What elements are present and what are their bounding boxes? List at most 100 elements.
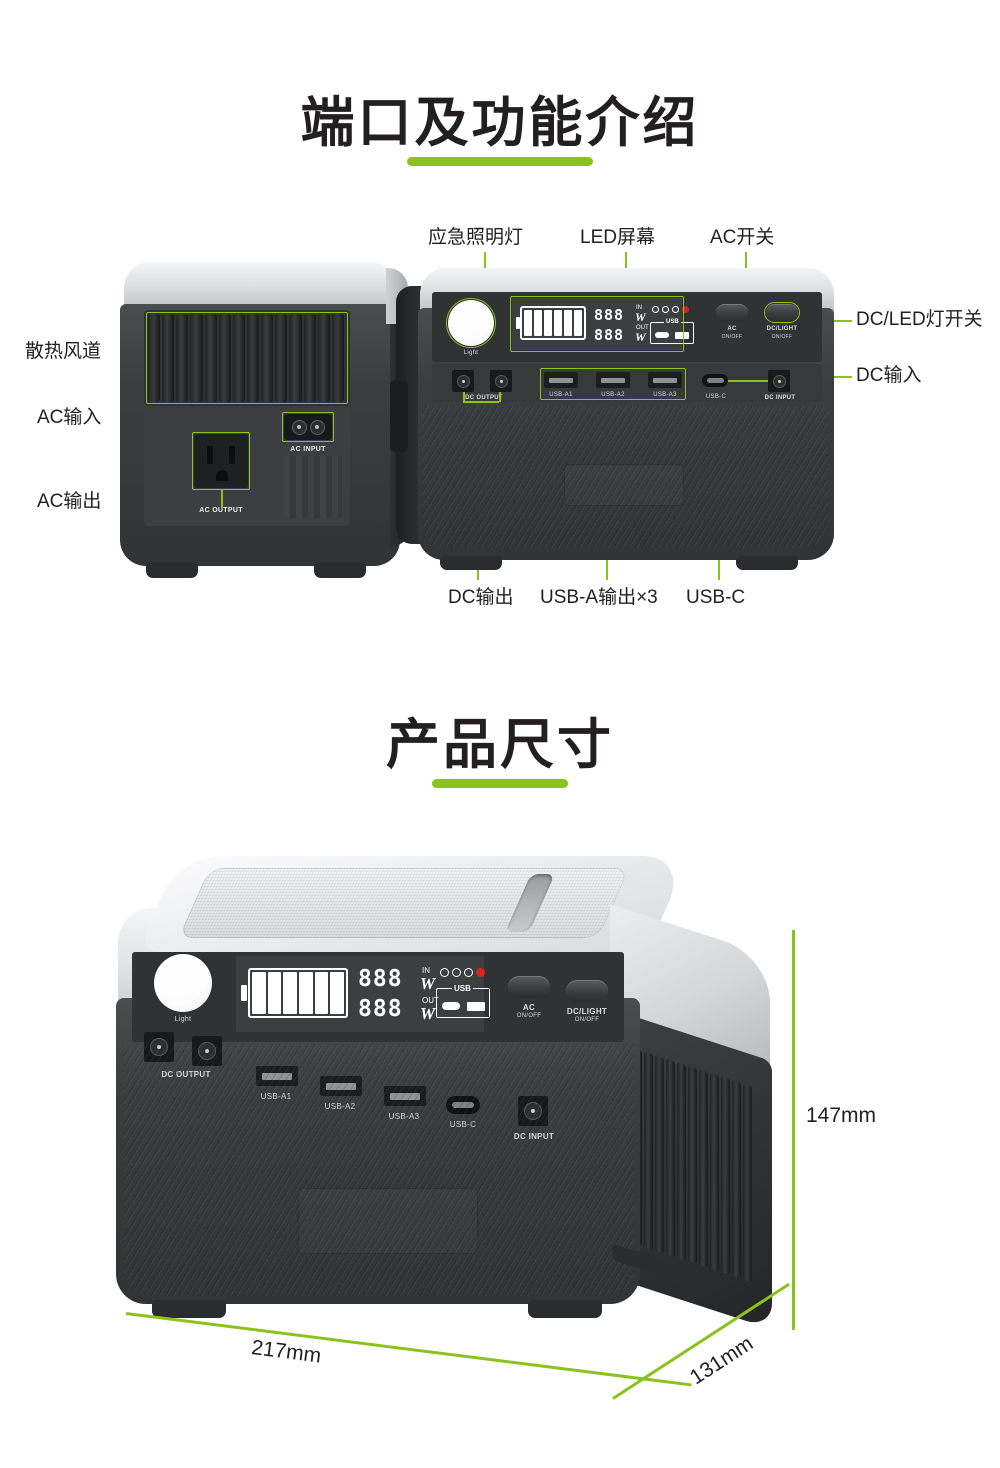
dc-output-jack-2[interactable]	[490, 370, 512, 392]
light-label: Light	[463, 350, 479, 356]
dc-light-button-label-1: DC/LIGHT	[766, 326, 798, 332]
power-status-icon	[682, 306, 689, 313]
callout-emergency-light: 应急照明灯	[428, 227, 524, 248]
leader-ac-output-internal	[221, 490, 223, 507]
display-output-tag: OUT	[636, 325, 649, 331]
ac-output-label: AC OUTPUT	[199, 507, 243, 514]
led-display: 888 IN W 888 OUT W USB	[512, 298, 694, 350]
persp-usb-indicator-label: USB	[452, 984, 473, 993]
front-foot-right	[736, 556, 798, 570]
persp-usb-a1-port[interactable]	[256, 1066, 298, 1086]
usb-a2-label: USB-A2	[601, 392, 625, 398]
battery-level-icon	[520, 306, 586, 340]
callout-usb-a-bottom: USB-A输出×3	[540, 587, 658, 608]
persp-light-label: Light	[174, 1016, 192, 1023]
persp-top-textured-lid	[178, 868, 630, 938]
section-title-ports: 端口及功能介绍	[300, 93, 700, 153]
ac-button-label-1: AC	[727, 326, 737, 332]
highlight-dc-light-button	[764, 302, 800, 323]
usb-c-label: USB-C	[705, 394, 727, 400]
persp-dc-status-icon	[452, 968, 461, 977]
section-rule-ports	[407, 157, 593, 166]
persp-dc-light-button-label-2: ON/OFF	[574, 1017, 600, 1023]
persp-battery-nub-icon	[241, 985, 247, 1001]
dc-output-jack-1[interactable]	[452, 370, 474, 392]
device-front-view: Light 888 IN W 888 OUT W USB	[390, 268, 836, 580]
leader-dc-output-v2	[499, 392, 501, 402]
callout-dc-input-right: DC输入	[856, 365, 922, 386]
persp-dc-output-jack-2[interactable]	[192, 1036, 222, 1066]
leader-dc-output-v1	[463, 392, 465, 402]
persp-ac-status-icon	[440, 968, 449, 977]
usb-c-glyph-icon	[655, 332, 669, 338]
callout-ac-output-left: AC输出	[37, 491, 102, 512]
callout-ac-input-left: AC输入	[37, 407, 102, 428]
display-input-value: 888	[594, 306, 625, 324]
persp-usb-a2-port[interactable]	[320, 1076, 362, 1096]
persp-display-output-unit: W	[420, 1004, 436, 1023]
usb-a3-port[interactable]	[648, 372, 682, 388]
persp-usb-c-glyph-icon	[442, 1002, 460, 1010]
cooling-vent-grille	[148, 314, 346, 402]
persp-usb-a3-label: USB-A3	[378, 1112, 430, 1121]
persp-dc-light-power-button[interactable]	[566, 980, 608, 1002]
persp-foot-front-right	[528, 1300, 602, 1318]
persp-ac-button-label-1: AC	[522, 1003, 536, 1012]
leader-dc-output-internal	[463, 401, 499, 403]
light-status-icon	[672, 306, 679, 313]
ac-input-socket[interactable]	[284, 414, 332, 440]
highlight-usb-a-group	[540, 368, 686, 400]
persp-dc-output-jack-1[interactable]	[144, 1032, 174, 1062]
persp-usb-a3-port[interactable]	[384, 1086, 426, 1106]
usb-a2-port[interactable]	[596, 372, 630, 388]
persp-display-input-tag: IN	[422, 966, 430, 975]
section-title-dimensions: 产品尺寸	[386, 715, 614, 775]
persp-dc-input-label: DC INPUT	[508, 1132, 560, 1141]
battery-nub-icon	[516, 317, 520, 329]
persp-usb-a-glyph-icon	[467, 1002, 485, 1011]
display-output-value: 888	[594, 326, 625, 344]
display-output-unit: W	[635, 330, 646, 344]
callout-usb-c-bottom: USB-C	[686, 587, 746, 608]
dc-input-label: DC INPUT	[764, 395, 796, 401]
dc-output-label: DC OUTPUT	[465, 395, 503, 401]
dc-status-icon	[662, 306, 669, 313]
persp-ac-button-label-2: ON/OFF	[516, 1013, 542, 1019]
usb-c-port[interactable]	[702, 374, 728, 387]
highlight-cooling-duct	[146, 312, 348, 404]
persp-display-output-tag: OUT	[422, 996, 439, 1005]
persp-led-display: 888 IN W 888 OUT W USB	[236, 956, 490, 1032]
persp-display-input-value: 888	[358, 966, 403, 992]
back-foot-left	[146, 562, 198, 578]
usb-a3-label: USB-A3	[653, 392, 677, 398]
front-label-plate	[564, 464, 684, 506]
persp-battery-level-icon	[248, 968, 348, 1018]
persp-foot-front-left	[152, 1300, 226, 1318]
usb-indicator-label: USB	[664, 319, 681, 325]
usb-a1-port[interactable]	[544, 372, 578, 388]
callout-dc-output-bottom: DC输出	[448, 587, 514, 608]
ac-power-button[interactable]	[716, 304, 748, 321]
persp-dc-input-jack[interactable]	[518, 1096, 548, 1126]
ac-output-socket[interactable]	[194, 434, 248, 488]
persp-emergency-light-lens[interactable]	[154, 954, 212, 1012]
dc-input-jack[interactable]	[768, 370, 790, 392]
persp-dc-output-label: DC OUTPUT	[146, 1070, 226, 1079]
front-side-tab	[390, 380, 408, 452]
leader-usb-c-internal	[728, 380, 768, 382]
display-input-tag: IN	[636, 305, 642, 311]
dc-light-button-label-2: ON/OFF	[771, 334, 793, 340]
front-foot-left	[440, 556, 502, 570]
device-back-view: AC OUTPUT AC INPUT	[118, 262, 410, 582]
persp-usb-c-port[interactable]	[446, 1096, 480, 1114]
persp-usb-a2-label: USB-A2	[314, 1102, 366, 1111]
persp-ac-power-button[interactable]	[508, 976, 550, 998]
usb-a-glyph-icon	[675, 332, 689, 339]
persp-usb-c-label: USB-C	[440, 1120, 486, 1129]
callout-led-screen: LED屏幕	[580, 227, 655, 248]
persp-display-output-value: 888	[358, 996, 403, 1022]
persp-dc-light-button-label-1: DC/LIGHT	[566, 1007, 608, 1016]
back-bottom-ribs	[284, 456, 342, 518]
front-body-texture	[422, 406, 828, 548]
